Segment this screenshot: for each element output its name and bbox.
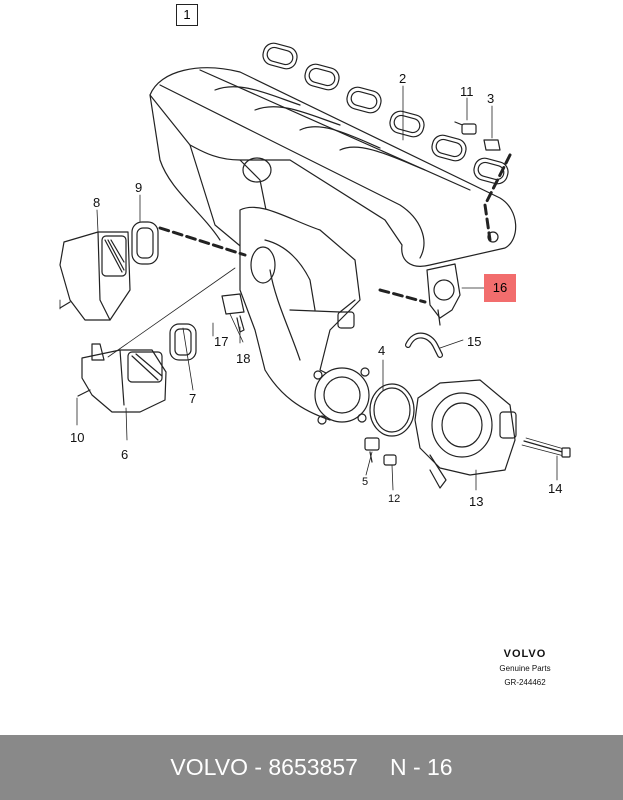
intake-manifold bbox=[149, 67, 517, 291]
callout-12: 12 bbox=[388, 493, 401, 505]
frame-label: 1 bbox=[176, 4, 198, 26]
bolt-and-spacer bbox=[454, 121, 501, 151]
callout-18: 18 bbox=[236, 351, 251, 366]
callout-15: 15 bbox=[467, 334, 482, 349]
callout-13: 13 bbox=[469, 494, 484, 509]
callout-4: 4 bbox=[378, 343, 386, 358]
callout-3: 3 bbox=[487, 91, 495, 106]
sensor-17 bbox=[221, 293, 245, 333]
footer-part-number: VOLVO - 8653857 bbox=[170, 754, 358, 780]
callout-8: 8 bbox=[93, 195, 101, 210]
parts-diagram bbox=[59, 42, 571, 491]
callout-10: 10 bbox=[70, 430, 85, 445]
callout-14: 14 bbox=[548, 481, 563, 496]
actuator-6 bbox=[77, 343, 167, 413]
throttle-flange bbox=[313, 367, 370, 425]
callout-9: 9 bbox=[135, 180, 143, 195]
diagram-code: GR-244462 bbox=[504, 678, 546, 687]
port-gaskets bbox=[262, 42, 509, 185]
bolt-14 bbox=[521, 437, 571, 458]
brand-block: VOLVO Genuine Parts GR-244462 bbox=[480, 648, 570, 687]
highlighted-callout-16: 16 bbox=[484, 274, 516, 302]
brand-logo: VOLVO bbox=[503, 648, 547, 660]
footer-position: N - 16 bbox=[389, 754, 453, 780]
callout-5: 5 bbox=[362, 476, 369, 488]
hose-15 bbox=[405, 332, 443, 358]
o-ring-4 bbox=[369, 383, 415, 437]
brand-subtitle: Genuine Parts bbox=[499, 664, 551, 673]
callout-11: 11 bbox=[460, 84, 474, 99]
callout-17: 17 bbox=[214, 334, 229, 349]
gasket-9 bbox=[131, 221, 159, 265]
footer-bar: VOLVO - 8653857 N - 16 bbox=[0, 735, 623, 800]
callout-2: 2 bbox=[399, 71, 407, 86]
valve-16 bbox=[426, 263, 461, 326]
callout-7: 7 bbox=[189, 391, 197, 406]
throttle-body-13 bbox=[414, 379, 517, 489]
actuator-8 bbox=[59, 231, 131, 321]
callout-6: 6 bbox=[121, 447, 129, 462]
